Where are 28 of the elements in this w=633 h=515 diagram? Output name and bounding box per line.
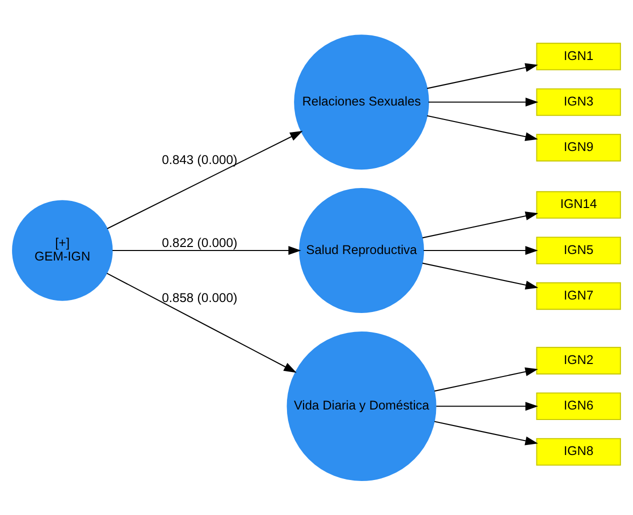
arrow [426, 62, 538, 88]
node-box: IGN6 [536, 392, 621, 420]
node-circle: [+] GEM-IGN [12, 200, 113, 300]
edge-label: 0.822 (0.000) [162, 234, 238, 250]
arrow [434, 366, 538, 392]
arrow [436, 401, 538, 410]
arrow [426, 114, 538, 141]
node-box: IGN14 [536, 190, 621, 218]
node-box: IGN5 [536, 236, 621, 264]
arrow [112, 246, 302, 254]
node-box: IGN3 [536, 88, 621, 116]
arrow [106, 272, 297, 372]
node-box: IGN7 [536, 282, 621, 310]
arrow [422, 211, 538, 238]
arrow [428, 97, 538, 106]
edge-label: 0.858 (0.000) [162, 289, 238, 304]
edge-label: 0.843 (0.000) [162, 152, 238, 167]
arrow [434, 420, 538, 445]
node-circle: Salud Reproductiva [299, 188, 424, 312]
node-box: IGN2 [536, 346, 621, 374]
arrow [107, 130, 303, 229]
arrow [424, 246, 538, 254]
node-box: IGN8 [536, 438, 621, 466]
node-box: IGN9 [536, 133, 621, 161]
node-circle: Vida Diaria y Doméstica [286, 331, 436, 481]
arrow [422, 262, 538, 289]
node-circle: Relaciones Sexuales [294, 34, 430, 170]
node-box: IGN1 [536, 42, 621, 70]
